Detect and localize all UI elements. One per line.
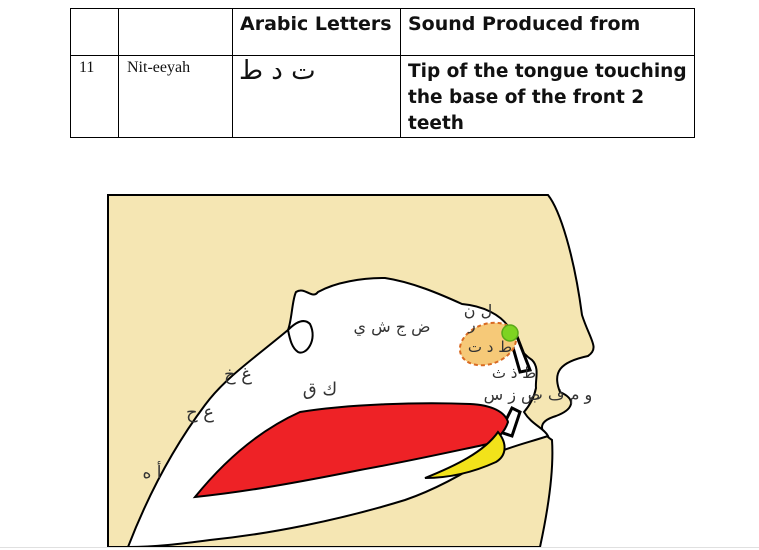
label-hamza-ha: أ ه	[142, 461, 161, 483]
soft-palate	[286, 320, 314, 354]
header-cell-arabic-letters: Arabic Letters	[232, 8, 401, 56]
row-description-cell: Tip of the tongue touching the base of t…	[400, 55, 695, 138]
label-ghayn-khaa: غ خ	[224, 364, 252, 385]
row-name: Nit-eeyah	[127, 59, 191, 76]
diagram-labels: أ ه ع ح غ خ ك ق ض ج ش ي ل ن ر ط د ت ظ ذ …	[142, 301, 592, 483]
table-row: 11 Nit-eeyah ت د ط Tip of the tongue tou…	[70, 55, 695, 138]
header-cell-sound-produced: Sound Produced from	[400, 8, 695, 56]
row-number-cell: 11	[70, 55, 119, 138]
page-bottom-border	[0, 547, 759, 548]
label-sad-zay-seen: ص ز س	[484, 385, 541, 405]
label-lam-noon: ل ن	[464, 301, 492, 320]
label-raa: ر	[467, 316, 475, 334]
tajweed-table: Arabic Letters Sound Produced from 11 Ni…	[70, 8, 695, 138]
label-ayn-haa: ع ح	[186, 402, 214, 423]
label-dad-jeem-sheen-yaa: ض ج ش ي	[354, 317, 431, 337]
row-name-cell: Nit-eeyah	[118, 55, 233, 138]
label-qaf-kaf: ك ق	[303, 379, 338, 400]
label-zaa-thal-thaa: ظ ذ ث	[492, 364, 536, 382]
row-letters-cell: ت د ط	[232, 55, 401, 138]
table-header-row: Arabic Letters Sound Produced from	[70, 8, 695, 56]
label-taa-dal-taa: ط د ت	[468, 338, 512, 356]
label-waw-meem-faa-baa: و م ف ب	[528, 385, 593, 405]
tongue	[192, 402, 510, 499]
under-tongue	[424, 430, 506, 479]
row-number: 11	[79, 59, 95, 76]
row-arabic-letters: ت د ط	[239, 56, 316, 86]
header-cell-number	[70, 8, 119, 56]
articulation-point-marker	[501, 324, 519, 342]
row-description: Tip of the tongue touching the base of t…	[408, 61, 687, 134]
